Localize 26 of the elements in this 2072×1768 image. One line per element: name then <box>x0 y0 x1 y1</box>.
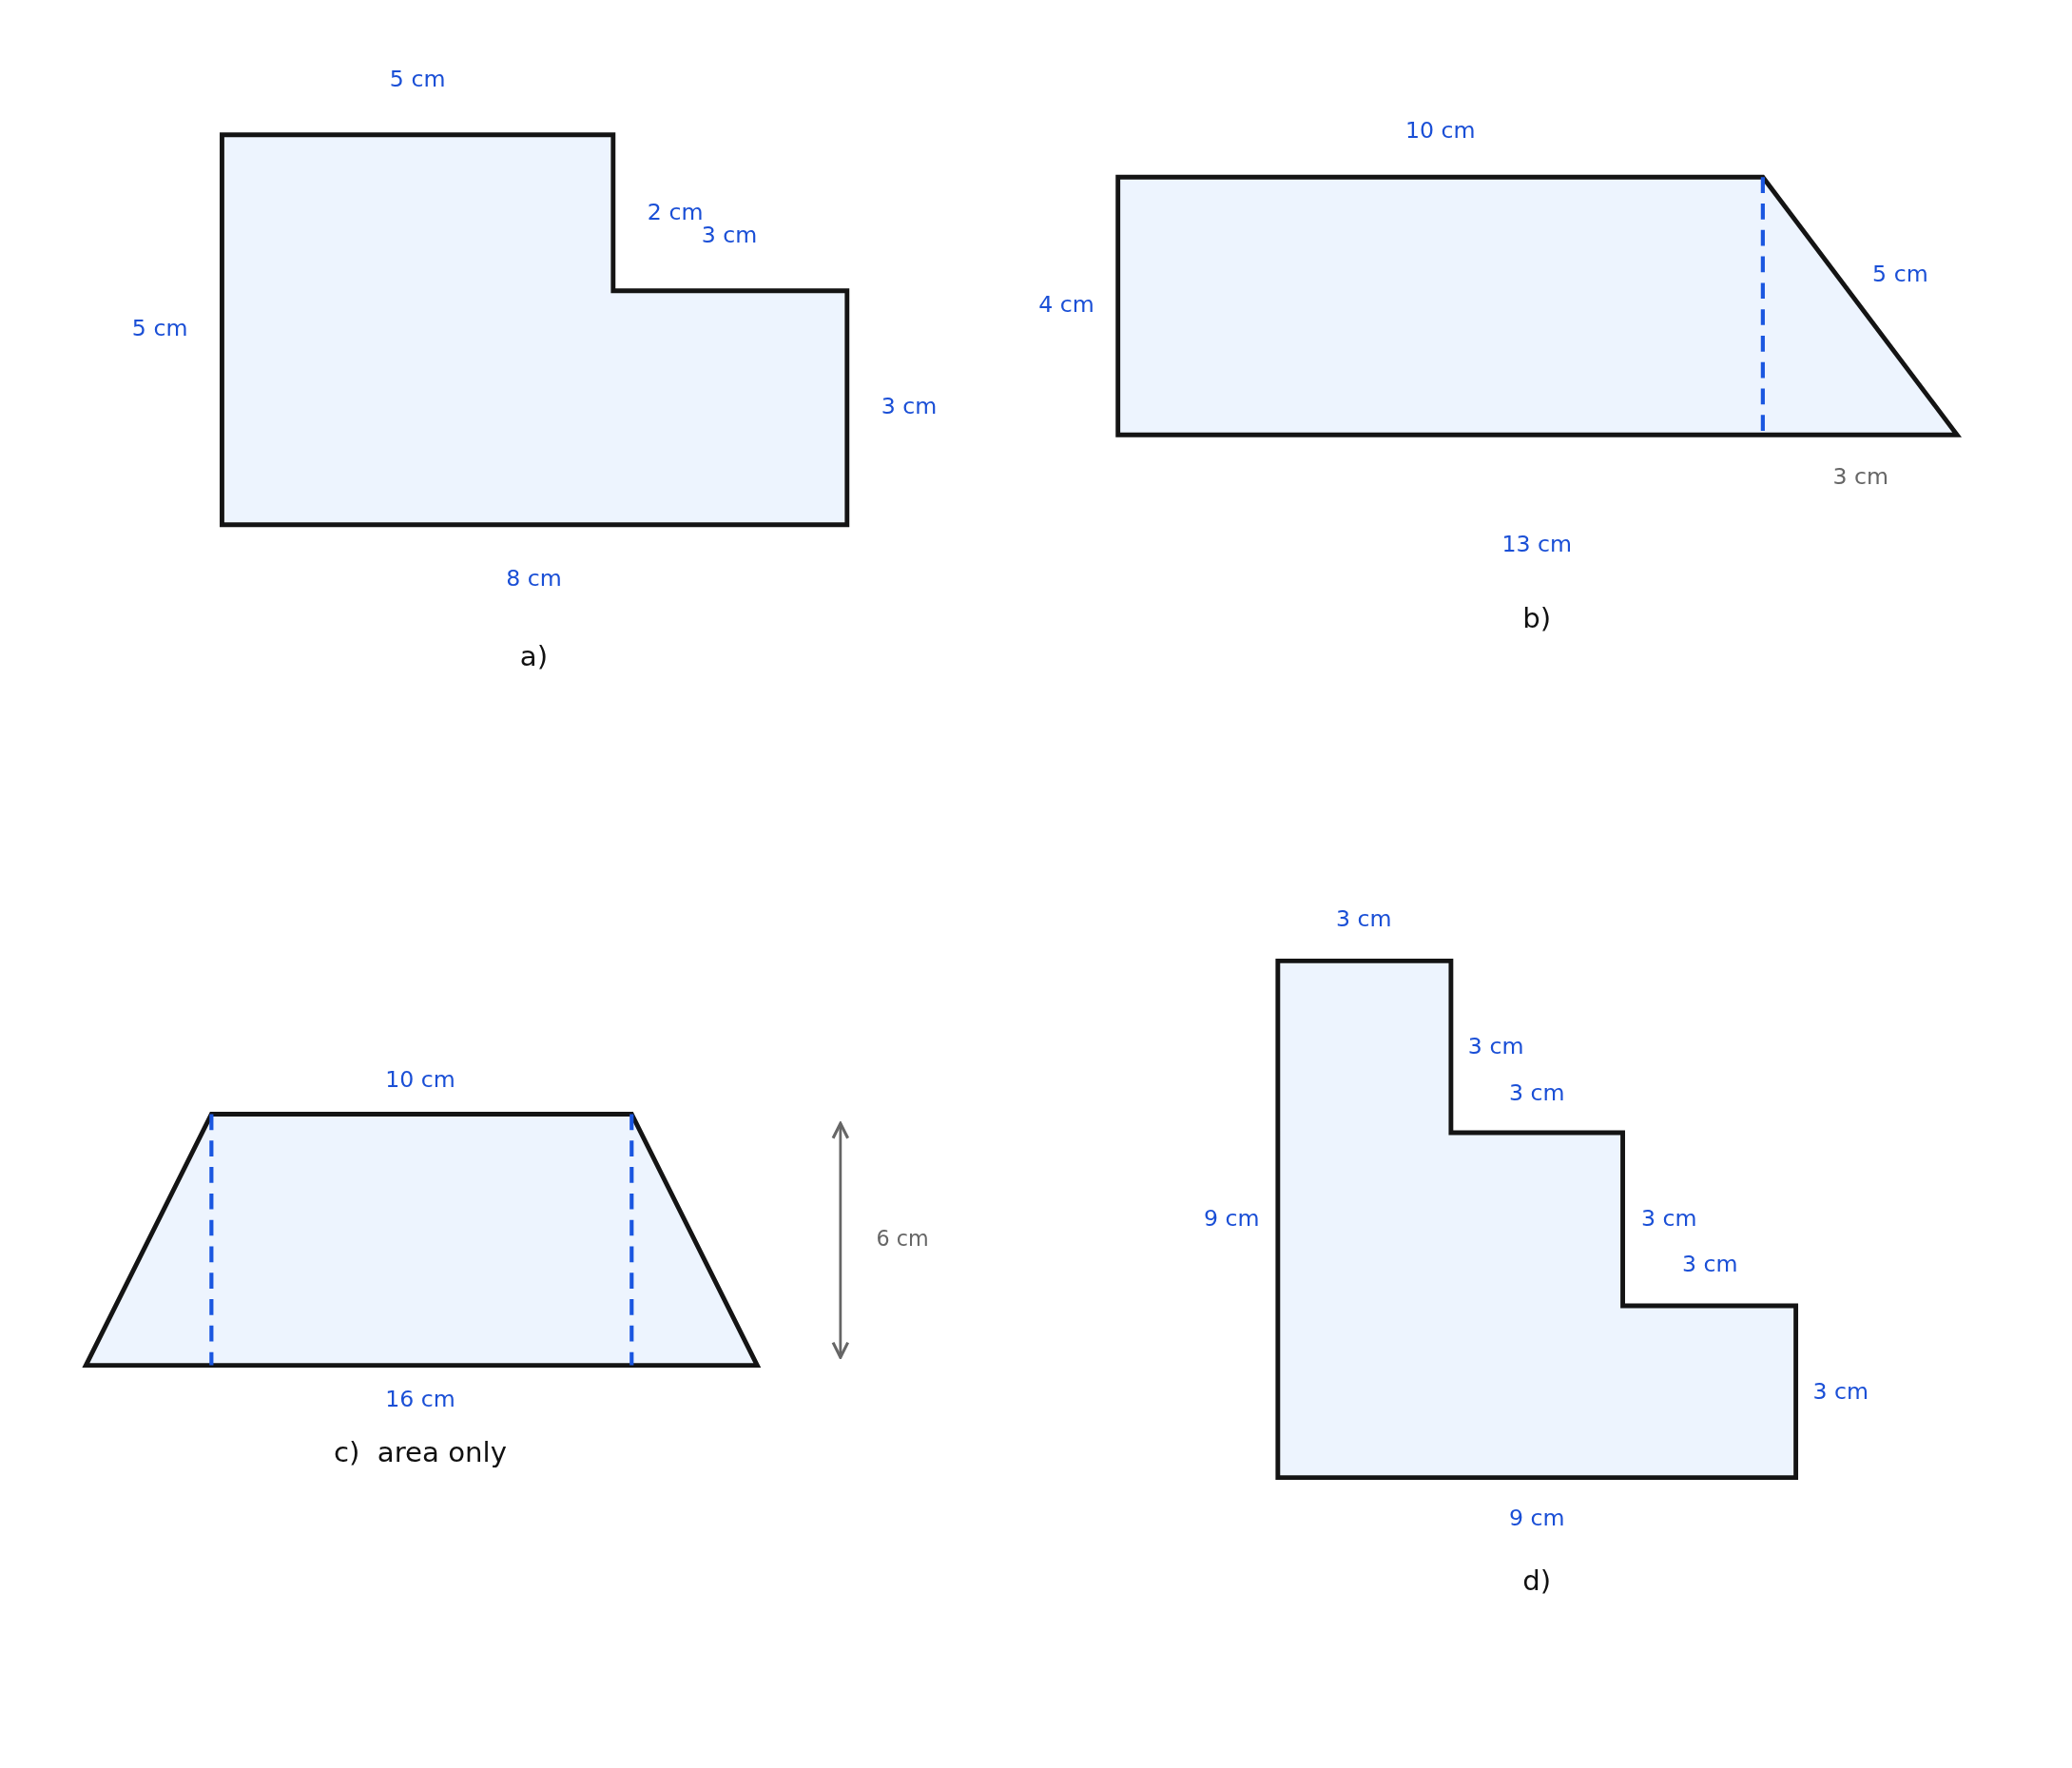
dimension-label: 9 cm <box>1508 1506 1565 1532</box>
dimension-label: 3 cm <box>881 394 938 420</box>
dimension-label: 9 cm <box>1203 1205 1260 1232</box>
dimension-label: 10 cm <box>1405 118 1476 145</box>
dimension-label: 3 cm <box>1682 1252 1738 1278</box>
dimension-label: 3 cm <box>1467 1034 1524 1060</box>
dimension-label: 2 cm <box>647 200 704 226</box>
dimension-label: 3 cm <box>1812 1378 1869 1405</box>
dimension-label: 5 cm <box>389 66 446 92</box>
dimension-label: 3 cm <box>1508 1079 1565 1106</box>
figure-label: c) area only <box>333 1436 507 1469</box>
figure-label: a) <box>519 640 549 673</box>
dimension-label: 5 cm <box>1872 262 1928 288</box>
dimension-label: 3 cm <box>701 222 758 248</box>
figure-label: b) <box>1522 602 1552 635</box>
dimension-label: 6 cm <box>876 1227 929 1253</box>
dimension-label: 5 cm <box>131 316 188 342</box>
dimension-label: 3 cm <box>1640 1205 1697 1232</box>
dimension-label: 3 cm <box>1832 464 1888 491</box>
dimension-label: 10 cm <box>385 1066 455 1093</box>
dimension-label: 8 cm <box>506 566 562 593</box>
dimension-label: 13 cm <box>1501 531 1572 558</box>
dimension-label: 16 cm <box>385 1387 455 1413</box>
dimension-label: 4 cm <box>1038 292 1094 319</box>
dimension-label: 3 cm <box>1335 906 1392 933</box>
figure-label: d) <box>1522 1564 1552 1597</box>
